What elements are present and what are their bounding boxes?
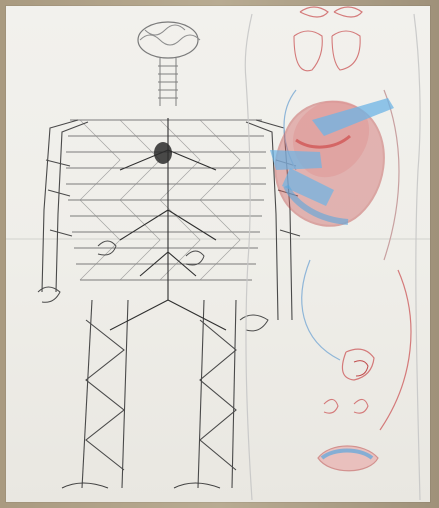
lower-organs [324,349,374,413]
neck [158,58,178,106]
pencil-kidneys [98,241,204,265]
colored-heart [270,98,394,226]
right-outline [245,14,420,500]
bottom-organ [318,446,378,471]
top-right-organ [300,7,362,17]
pencil-heart [154,142,172,164]
feet [62,483,220,488]
head [138,22,200,58]
organ-diagram [284,31,411,430]
hands [38,287,268,331]
legs [82,300,236,488]
